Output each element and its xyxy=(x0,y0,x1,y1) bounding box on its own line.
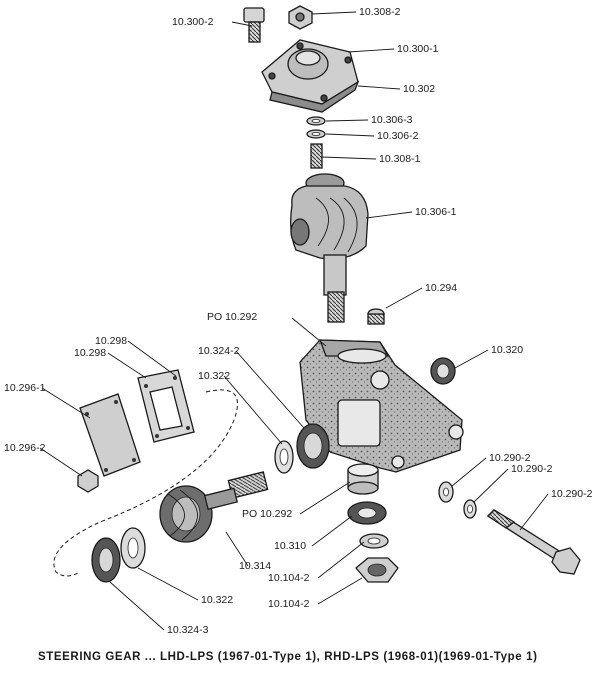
callout-10-306-1: 10.306-1 xyxy=(415,206,457,218)
callout-10-300-1: 10.300-1 xyxy=(397,43,439,55)
assembly-path-dashed xyxy=(53,389,238,577)
callout-10-296-2: 10.296-2 xyxy=(4,442,46,454)
callout-10-298-a: 10.298 xyxy=(95,335,127,347)
shaft-bushing xyxy=(430,357,456,385)
adjusting-washers xyxy=(306,116,326,139)
mounting-washer-outer xyxy=(438,481,454,503)
callout-10-290-2-c: 10.290-2 xyxy=(551,488,593,500)
callout-po-10-292-upper: PO 10.292 xyxy=(207,311,257,323)
callout-10-310: 10.310 xyxy=(274,540,306,552)
callout-10-104-2-nut: 10.104-2 xyxy=(268,598,310,610)
callout-10-306-3: 10.306-3 xyxy=(371,114,413,126)
callout-10-324-2: 10.324-2 xyxy=(198,345,240,357)
callout-10-104-2-washer: 10.104-2 xyxy=(268,572,310,584)
roller-shaft xyxy=(290,173,369,323)
ball-bearing-lower xyxy=(120,527,146,569)
callout-10-298-b: 10.298 xyxy=(74,347,106,359)
callout-10-306-2: 10.306-2 xyxy=(377,130,419,142)
callout-10-296-1: 10.296-1 xyxy=(4,382,46,394)
callout-10-322-lower: 10.322 xyxy=(201,594,233,606)
pitman-nut xyxy=(355,557,399,583)
callout-labels: 10.300-2 10.308-2 10.300-1 10.302 10.306… xyxy=(4,6,593,636)
seal-ring-upper xyxy=(296,423,330,469)
lock-ring xyxy=(347,501,387,525)
callout-10-322-upper: 10.322 xyxy=(198,370,230,382)
filler-plug xyxy=(367,308,385,325)
housing-bushing xyxy=(347,463,379,495)
mounting-washer-inner xyxy=(463,499,477,519)
callout-po-10-292-lower: PO 10.292 xyxy=(242,508,292,520)
callout-10-324-3: 10.324-3 xyxy=(167,624,209,636)
side-cover-plate xyxy=(79,393,141,477)
side-cover-bolt xyxy=(77,469,99,493)
adjusting-screw xyxy=(310,143,323,169)
worm-shaft xyxy=(159,471,269,543)
callout-10-308-1: 10.308-1 xyxy=(379,153,421,165)
mounting-bolt xyxy=(486,509,581,575)
steering-box-housing xyxy=(299,339,464,473)
callout-10-308-2: 10.308-2 xyxy=(359,6,401,18)
callout-10-302: 10.302 xyxy=(403,83,435,95)
lock-washer xyxy=(359,533,389,549)
seal-ring-lower xyxy=(91,537,121,583)
ball-bearing-upper xyxy=(274,440,294,474)
callout-10-300-2: 10.300-2 xyxy=(172,16,214,28)
side-cover-gasket xyxy=(137,369,195,443)
diagram-caption: STEERING GEAR ... LHD-LPS (1967-01-Type … xyxy=(38,651,538,663)
top-nut xyxy=(288,5,313,30)
callout-10-290-2-b: 10.290-2 xyxy=(511,463,553,475)
top-cover-bolt xyxy=(243,7,265,43)
callout-10-294: 10.294 xyxy=(425,282,457,294)
callout-10-320: 10.320 xyxy=(491,344,523,356)
callout-10-290-2-a: 10.290-2 xyxy=(489,452,531,464)
leader-lines xyxy=(39,11,549,631)
housing-cover xyxy=(261,39,360,113)
callout-10-314: 10.314 xyxy=(239,560,271,572)
